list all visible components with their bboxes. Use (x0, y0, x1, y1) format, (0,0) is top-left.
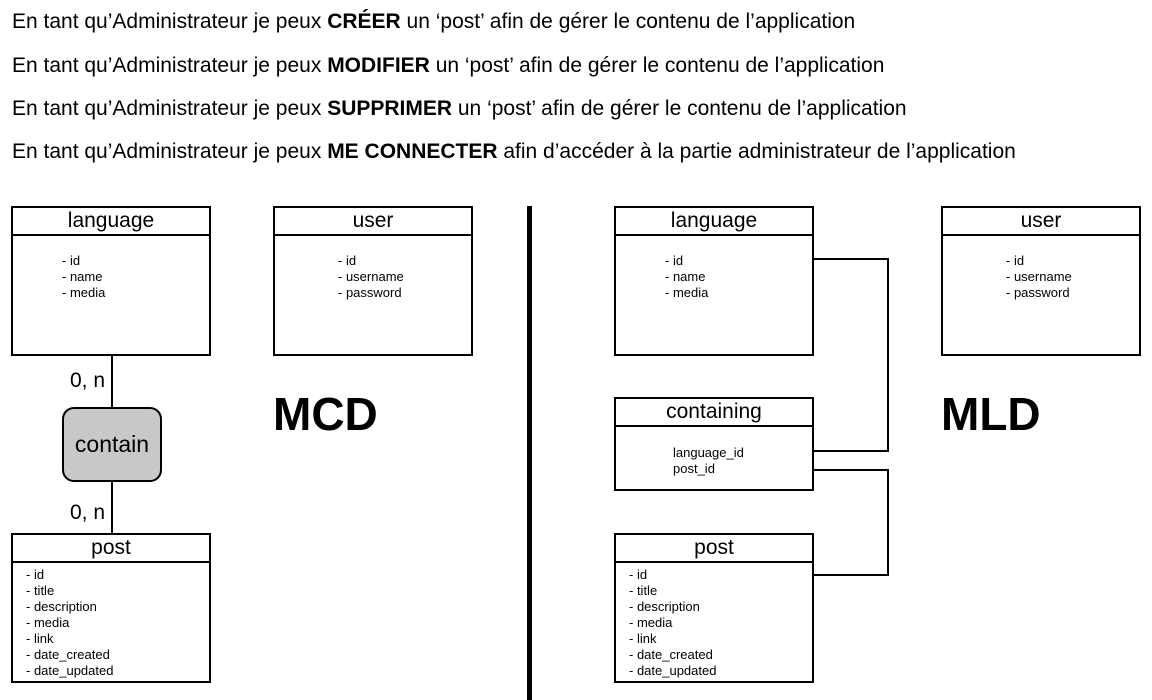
section-divider (527, 206, 532, 700)
mld-label: MLD (941, 388, 1041, 440)
entity-field: - date_created (629, 647, 713, 662)
entity-field: - id (26, 567, 45, 582)
entity-field: - media (665, 285, 709, 300)
entity-field: - password (338, 285, 402, 300)
story-suffix: un ‘post’ afin de gérer le contenu de l’… (429, 54, 885, 77)
entity-field: - description (26, 599, 97, 614)
entity-field: - description (629, 599, 700, 614)
mld-line-containing-post (813, 469, 889, 576)
entity-title: user (943, 208, 1139, 236)
story-prefix: En tant qu’Administrateur je peux (12, 54, 328, 77)
mld-entity-containing: containing language_id post_id (614, 397, 814, 491)
entity-fields: - id - name - media (665, 253, 708, 301)
entity-fields: - id - name - media (62, 253, 105, 301)
entity-field: - media (26, 615, 70, 630)
entity-title: language (616, 208, 812, 236)
story-suffix: un ‘post’ afin de gérer le contenu de l’… (452, 97, 907, 120)
entity-fields: - id - title - description - media - lin… (26, 567, 113, 679)
entity-fields: language_id post_id (673, 445, 744, 477)
entity-field: - date_updated (629, 663, 717, 678)
story-action: ME CONNECTER (327, 140, 498, 163)
story-prefix: En tant qu’Administrateur je peux (12, 10, 328, 33)
entity-field: - id (665, 253, 684, 268)
entity-field: - date_created (26, 647, 110, 662)
entity-field: - username (1006, 269, 1072, 284)
entity-fields: - id - title - description - media - lin… (629, 567, 716, 679)
entity-field: - date_updated (26, 663, 114, 678)
entity-field: - id (629, 567, 648, 582)
story-action: SUPPRIMER (327, 97, 453, 120)
mcd-link-language-contain (111, 355, 113, 408)
mld-entity-user: user - id - username - password (941, 206, 1141, 356)
entity-field: language_id (673, 445, 744, 460)
entity-title: containing (616, 399, 812, 427)
entity-field: - password (1006, 285, 1070, 300)
cardinality-bottom: 0, n (70, 501, 106, 524)
entity-field: - id (62, 253, 81, 268)
association-contain: contain (62, 407, 162, 482)
story-prefix: En tant qu’Administrateur je peux (12, 97, 328, 120)
story-prefix: En tant qu’Administrateur je peux (12, 140, 328, 163)
story-action: MODIFIER (327, 54, 430, 77)
user-story-2: En tant qu’Administrateur je peux MODIFI… (12, 51, 884, 81)
mld-entity-post: post - id - title - description - media … (614, 533, 814, 683)
mld-line-language-containing (813, 258, 889, 452)
entity-field: post_id (673, 461, 715, 476)
entity-field: - link (629, 631, 657, 646)
mcd-entity-user: user - id - username - password (273, 206, 473, 356)
entity-field: - title (629, 583, 658, 598)
entity-field: - id (338, 253, 357, 268)
mcd-entity-language: language - id - name - media (11, 206, 211, 356)
entity-title: user (275, 208, 471, 236)
entity-field: - name (665, 269, 706, 284)
story-action: CRÉER (327, 10, 401, 33)
mcd-link-contain-post (111, 481, 113, 535)
mld-entity-language: language - id - name - media (614, 206, 814, 356)
entity-title: post (13, 535, 209, 563)
entity-fields: - id - username - password (338, 253, 404, 301)
user-story-1: En tant qu’Administrateur je peux CRÉER … (12, 7, 855, 37)
entity-field: - media (62, 285, 106, 300)
entity-title: language (13, 208, 209, 236)
entity-fields: - id - username - password (1006, 253, 1072, 301)
mcd-label: MCD (273, 388, 378, 440)
entity-field: - media (629, 615, 673, 630)
entity-field: - name (62, 269, 103, 284)
entity-field: - id (1006, 253, 1025, 268)
cardinality-top: 0, n (70, 369, 106, 392)
story-suffix: afin d’accéder à la partie administrateu… (497, 140, 1016, 163)
user-story-3: En tant qu’Administrateur je peux SUPPRI… (12, 94, 907, 124)
story-suffix: un ‘post’ afin de gérer le contenu de l’… (400, 10, 856, 33)
entity-field: - link (26, 631, 54, 646)
user-story-4: En tant qu’Administrateur je peux ME CON… (12, 137, 1016, 167)
entity-title: post (616, 535, 812, 563)
mcd-entity-post: post - id - title - description - media … (11, 533, 211, 683)
entity-field: - username (338, 269, 404, 284)
entity-field: - title (26, 583, 55, 598)
